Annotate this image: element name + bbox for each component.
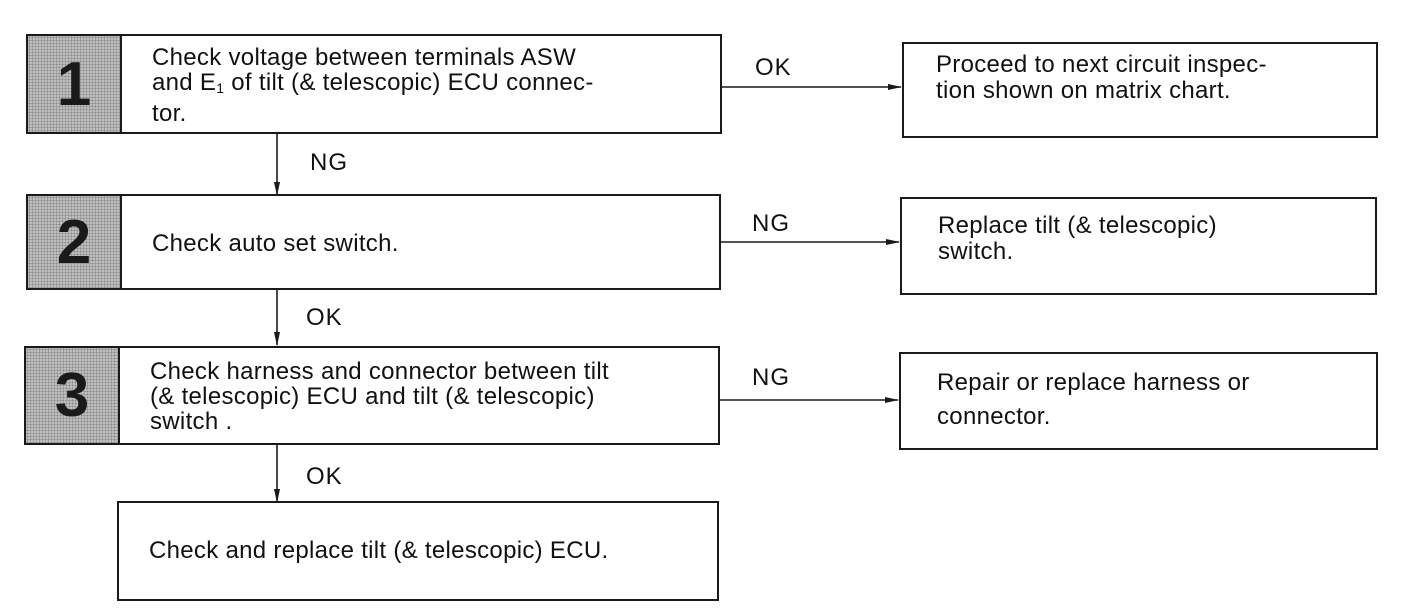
final-step-box: Check and replace tilt (& telescopic) EC…	[117, 501, 719, 601]
final-step-text: Check and replace tilt (& telescopic) EC…	[149, 537, 609, 564]
step-2-number: 2	[28, 196, 122, 288]
step-2-box: 2 Check auto set switch.	[26, 194, 721, 290]
step-3-box: 3 Check harness and connector between ti…	[24, 346, 720, 445]
step-1-text: Check voltage between terminals ASW and …	[152, 43, 594, 127]
step-2-text: Check auto set switch.	[152, 229, 399, 257]
outcome-3-box: Repair or replace harness or connector.	[899, 352, 1378, 450]
outcome-3-text: Repair or replace harness or connector.	[937, 369, 1250, 430]
step-3-branch-label: NG	[752, 364, 790, 391]
subscript: 1	[216, 79, 225, 96]
step-3-text: Check harness and connector between tilt…	[150, 358, 609, 435]
outcome-1-text: Proceed to next circuit inspec- tion sho…	[936, 51, 1267, 104]
step-3-number: 3	[26, 348, 120, 443]
step-1-branch-label: OK	[755, 54, 792, 81]
step-1-down-label: NG	[310, 149, 348, 176]
outcome-2-text: Replace tilt (& telescopic) switch.	[938, 212, 1217, 265]
step-1-box: 1 Check voltage between terminals ASW an…	[26, 34, 722, 134]
step-1-number: 1	[28, 36, 122, 132]
outcome-1-box: Proceed to next circuit inspec- tion sho…	[902, 42, 1378, 138]
step-2-down-label: OK	[306, 304, 343, 331]
step-2-branch-label: NG	[752, 210, 790, 237]
outcome-2-box: Replace tilt (& telescopic) switch.	[900, 197, 1377, 295]
step-3-down-label: OK	[306, 463, 343, 490]
